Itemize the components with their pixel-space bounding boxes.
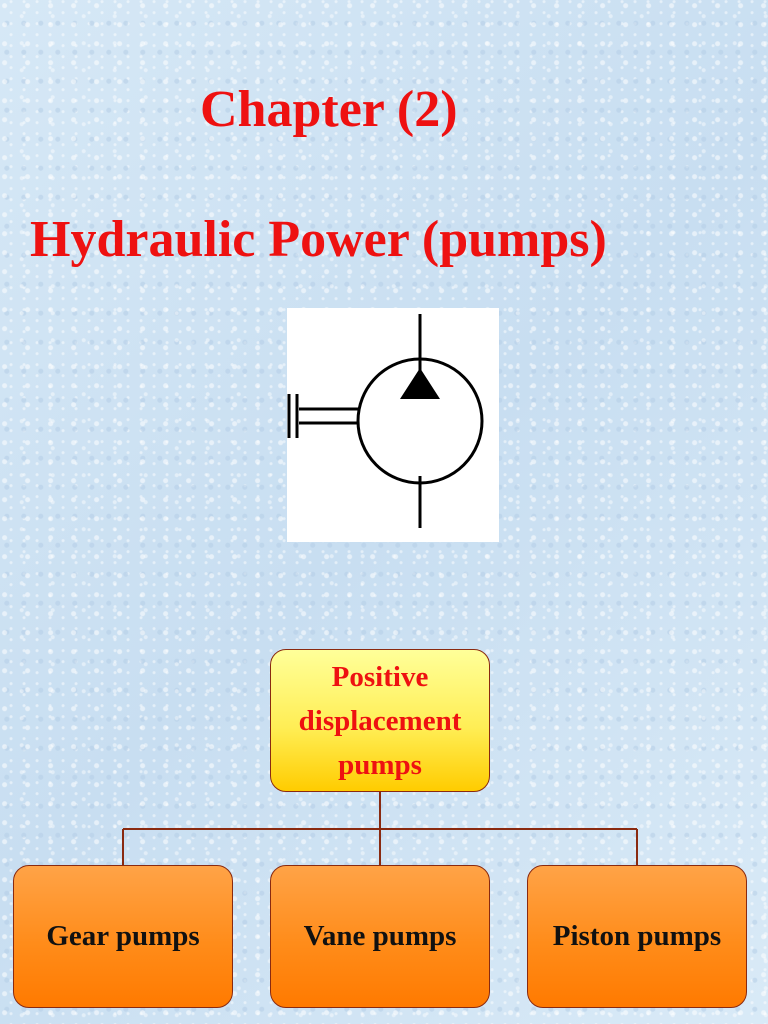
hydraulic-pump-symbol-icon (287, 314, 484, 528)
child-node-piston-pumps: Piston pumps (527, 865, 747, 1008)
root-node-positive-displacement: Positive displacement pumps (270, 649, 490, 792)
pump-symbol-frame (287, 308, 499, 542)
child-node-label: Gear pumps (46, 920, 200, 952)
flow-direction-triangle-icon (400, 368, 440, 399)
chapter-title: Chapter (2) (200, 81, 458, 138)
main-title: Hydraulic Power (pumps) (30, 211, 607, 268)
child-node-gear-pumps: Gear pumps (13, 865, 233, 1008)
root-node-label: Positive displacement pumps (298, 660, 462, 781)
child-node-label: Vane pumps (303, 920, 457, 952)
child-node-vane-pumps: Vane pumps (270, 865, 490, 1008)
child-node-label: Piston pumps (552, 920, 722, 952)
